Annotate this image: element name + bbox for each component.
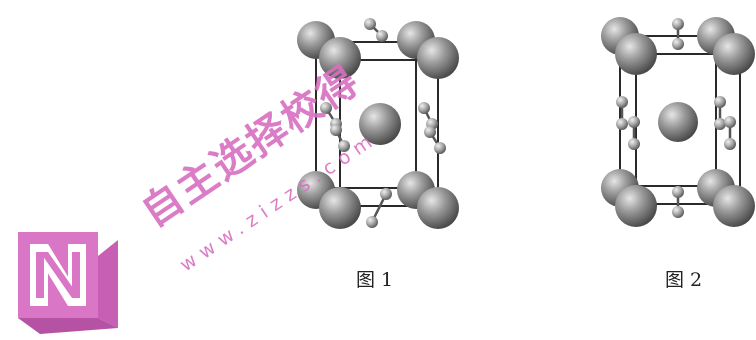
dimer [424,126,446,154]
figure-caption-2: 图 2 [665,269,703,291]
corner-atom [713,185,755,227]
dimer [714,96,726,130]
dimer [364,18,388,42]
dimer [672,18,684,50]
watermark-logo [18,232,118,334]
corner-atom [417,187,459,229]
corner-atom [615,185,657,227]
corner-atom [319,37,361,79]
body-center-atom [359,103,401,145]
dimer [628,116,640,150]
dimer [418,102,438,130]
corner-atom [615,33,657,75]
figure-caption-1: 图 1 [356,269,394,291]
corner-atom [713,33,755,75]
dimer [616,96,628,130]
dimer [366,188,392,228]
corner-atom [417,37,459,79]
dimer [672,186,684,218]
dimer [724,116,736,150]
corner-atom [319,187,361,229]
dimer [330,124,350,152]
unit-cell-figure-2 [601,17,755,227]
unit-cell-figure-1 [297,18,459,229]
body-center-atom [658,102,698,142]
